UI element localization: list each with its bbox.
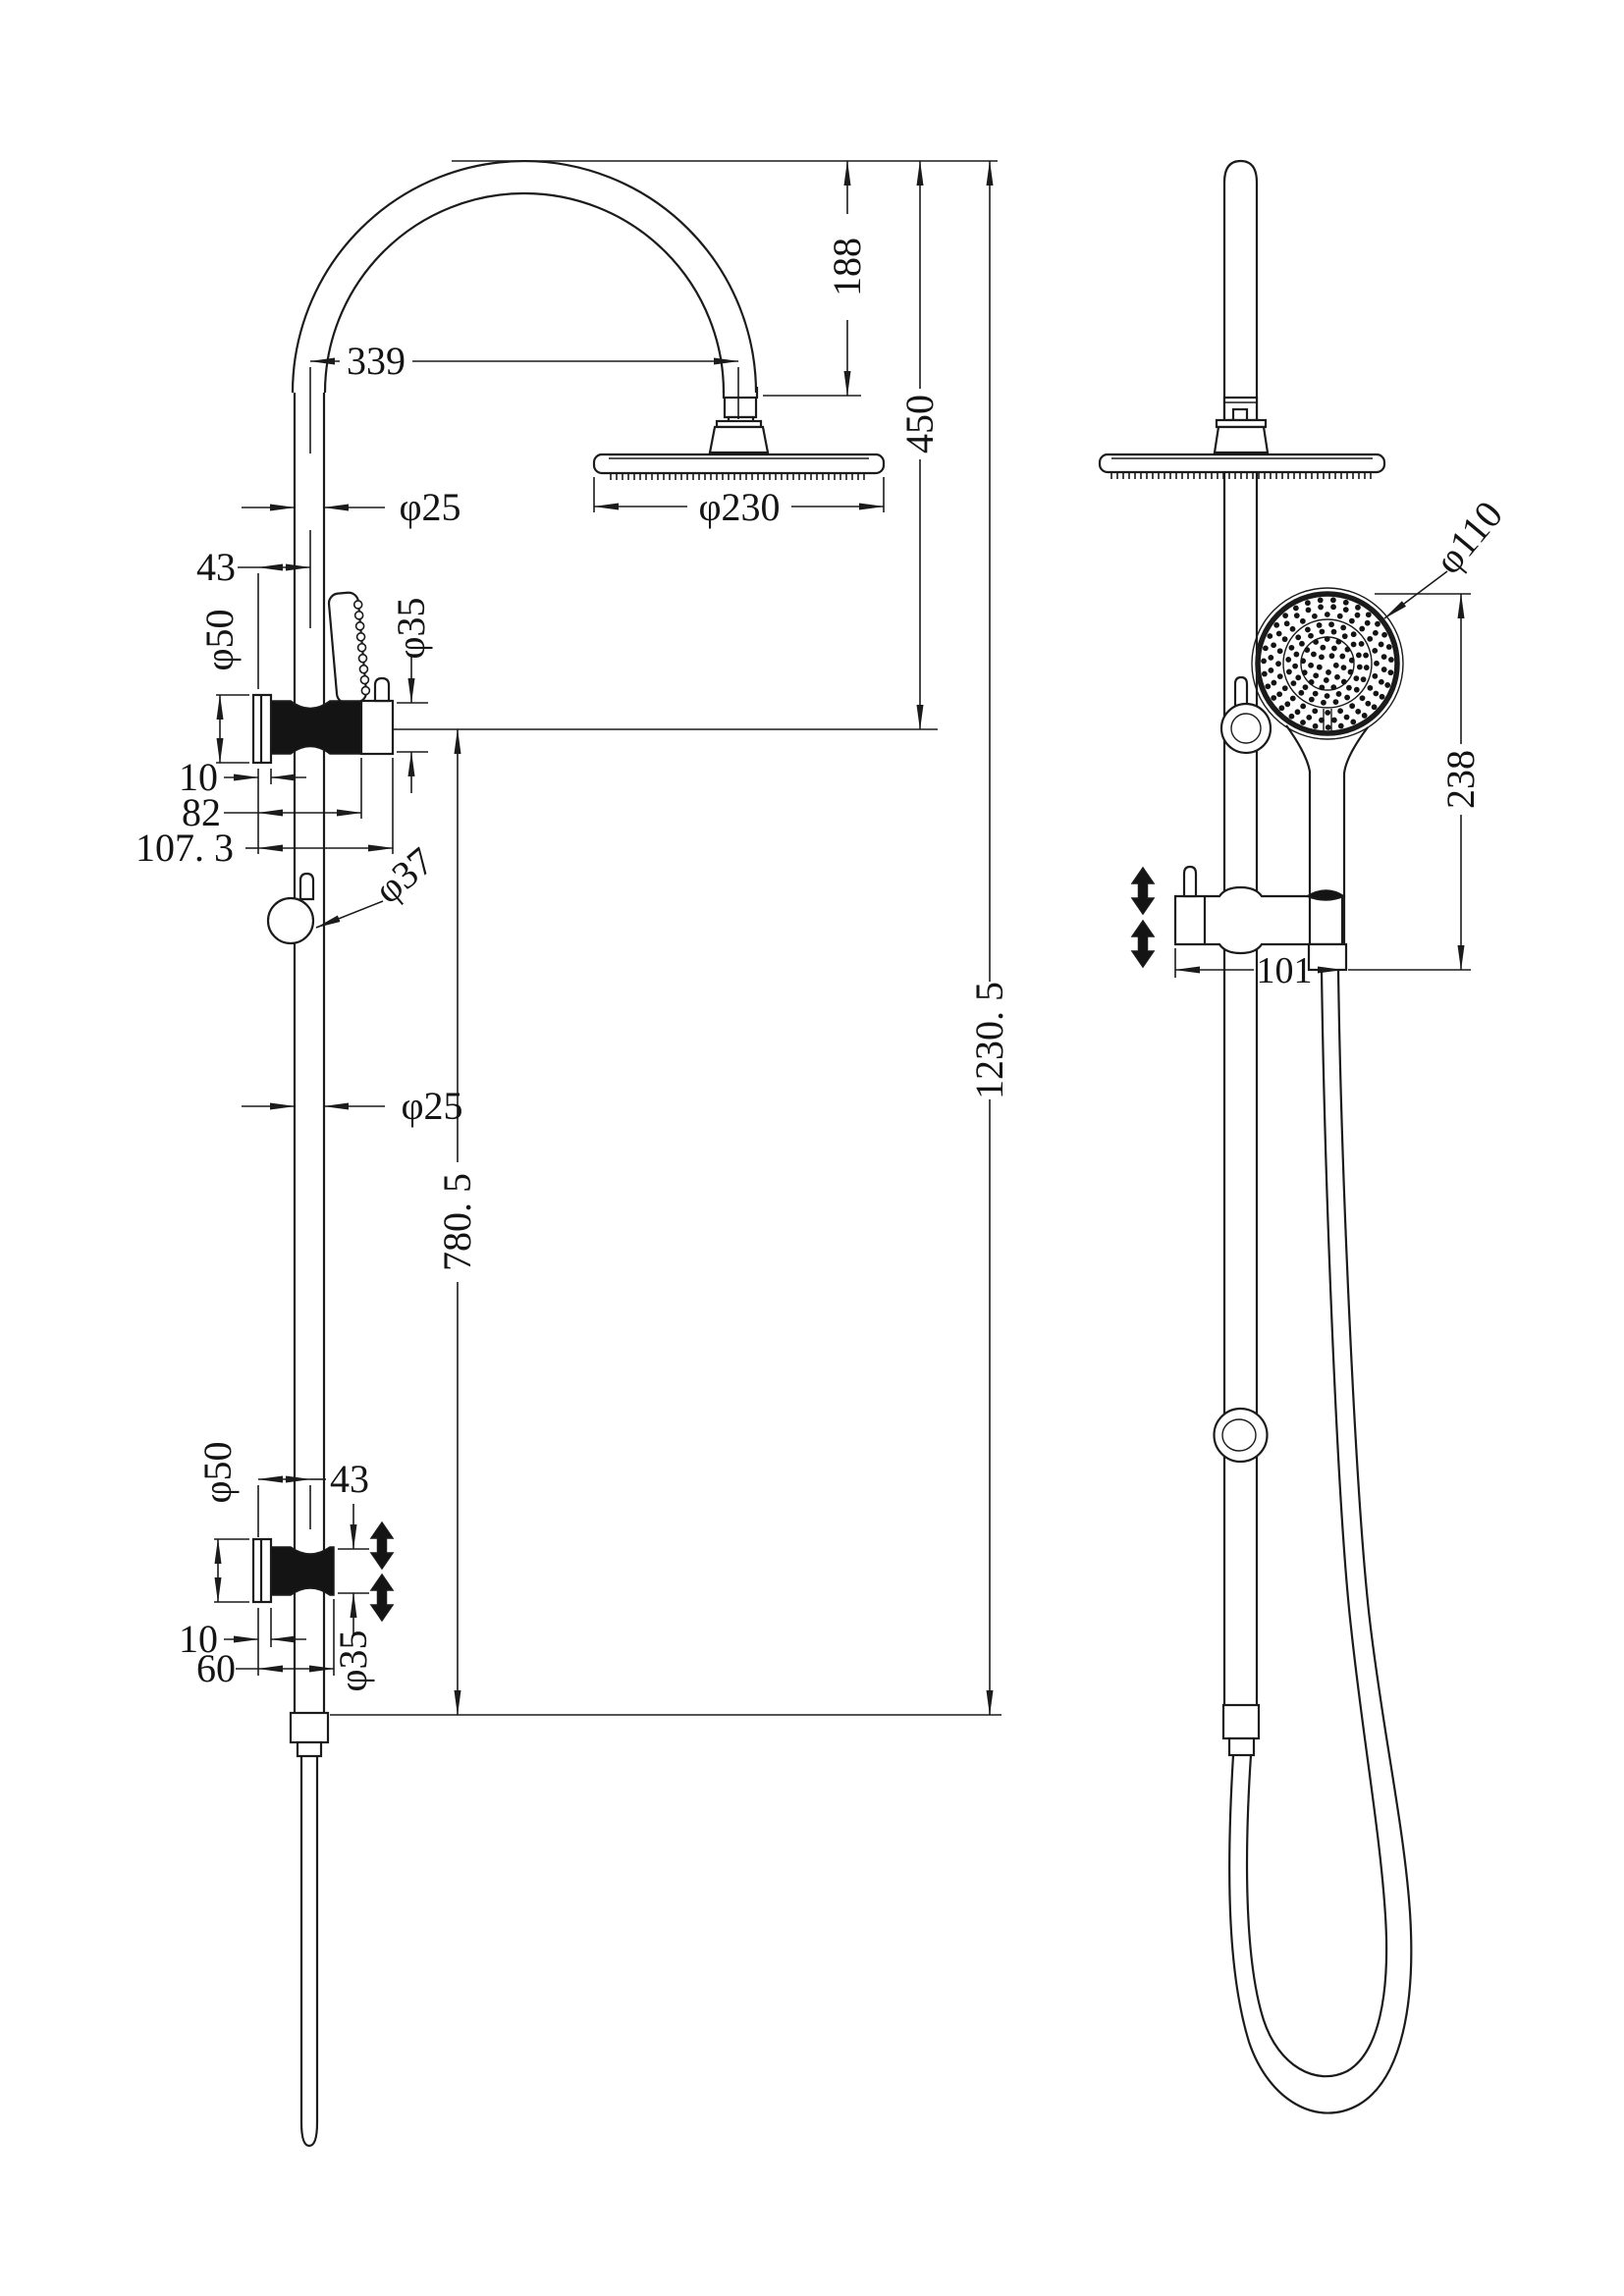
dim-phi50-lower-label: φ50 xyxy=(195,1441,240,1503)
dim-60-label: 60 xyxy=(196,1646,236,1690)
hand-shower-face-side xyxy=(1251,587,1404,740)
dim-43-lower-label: 43 xyxy=(330,1457,369,1501)
dim-arch-drop: 188 xyxy=(825,160,869,397)
dim-450-label: 450 xyxy=(897,395,942,454)
dim-101-label: 101 xyxy=(1257,950,1313,991)
dim-188-label: 188 xyxy=(825,238,869,296)
dim-total-height: 1230. 5 xyxy=(967,160,1011,1716)
dim-10-upper-label: 10 xyxy=(179,755,218,799)
dim-phi37-label: φ37 xyxy=(366,838,442,912)
dim-knob-dia: φ37 xyxy=(315,838,442,929)
dim-phi110-label: φ110 xyxy=(1426,493,1511,582)
dim-pipe-dia-mid: φ25 xyxy=(242,1084,463,1128)
dim-upper-bracket: 43 φ50 φ35 10 82 107. 3 xyxy=(135,530,433,870)
dim-phi230-label: φ230 xyxy=(698,485,780,529)
hand-shower-handle-side xyxy=(1285,724,1369,972)
side-view xyxy=(1098,159,1413,2114)
overhead-shower-side xyxy=(1098,396,1386,479)
lower-bracket-front xyxy=(251,1537,335,1604)
dim-43-upper-label: 43 xyxy=(196,545,236,589)
dim-hand-drop: 238 xyxy=(1348,593,1483,971)
dim-82-label: 82 xyxy=(182,790,221,834)
upper-bracket-front xyxy=(251,676,395,765)
hose-side xyxy=(1228,969,1413,2114)
dim-phi35-upper-label: φ35 xyxy=(389,597,433,659)
hand-shower-wand-front xyxy=(327,591,371,705)
dim-lower-bracket: 43 φ50 φ35 10 60 xyxy=(179,1441,375,1691)
dim-pipe-dia-upper: φ25 xyxy=(242,485,461,529)
holder-ring-side xyxy=(1219,675,1272,755)
hose-outlet-front xyxy=(289,1711,330,2148)
dim-top-section: 450 xyxy=(897,160,942,730)
slider-knob-side xyxy=(1213,1407,1269,1464)
dim-phi50-upper-label: φ50 xyxy=(197,609,242,670)
rail-bottom-outlet-side xyxy=(1221,1703,1261,1757)
dim-phi35-lower-label: φ35 xyxy=(331,1629,375,1691)
dim-arch-width: 339 xyxy=(309,339,739,454)
spray-face-hatch-side xyxy=(1110,473,1372,479)
slide-direction-arrows-side xyxy=(1130,866,1156,969)
dim-phi25-mid-label: φ25 xyxy=(401,1084,462,1128)
dim-hand-dia: φ110 xyxy=(1383,493,1511,619)
front-view xyxy=(251,159,886,2148)
dim-phi25-upper-label: φ25 xyxy=(399,485,460,529)
dim-lower-section: 780. 5 xyxy=(435,728,479,1716)
dim-780-label: 780. 5 xyxy=(435,1173,479,1271)
dim-1230-label: 1230. 5 xyxy=(967,982,1011,1099)
dim-head-dia: φ230 xyxy=(593,477,885,529)
dim-107-label: 107. 3 xyxy=(135,826,234,870)
sliding-bracket-side xyxy=(1173,865,1344,955)
dim-bracket-len: 101 xyxy=(1174,948,1343,991)
dim-10-lower-label: 10 xyxy=(179,1617,218,1661)
spray-nozzle-dots xyxy=(1261,597,1394,730)
dim-238-label: 238 xyxy=(1438,750,1483,809)
dim-339-label: 339 xyxy=(347,339,406,383)
dimensions-front: 339 188 450 1230. 5 780. 5 xyxy=(135,160,1011,1716)
slider-knob-front xyxy=(266,872,315,945)
overhead-shower-front xyxy=(592,387,886,480)
slide-direction-arrows-front xyxy=(369,1521,395,1623)
spray-face-hatch-front xyxy=(610,474,865,480)
